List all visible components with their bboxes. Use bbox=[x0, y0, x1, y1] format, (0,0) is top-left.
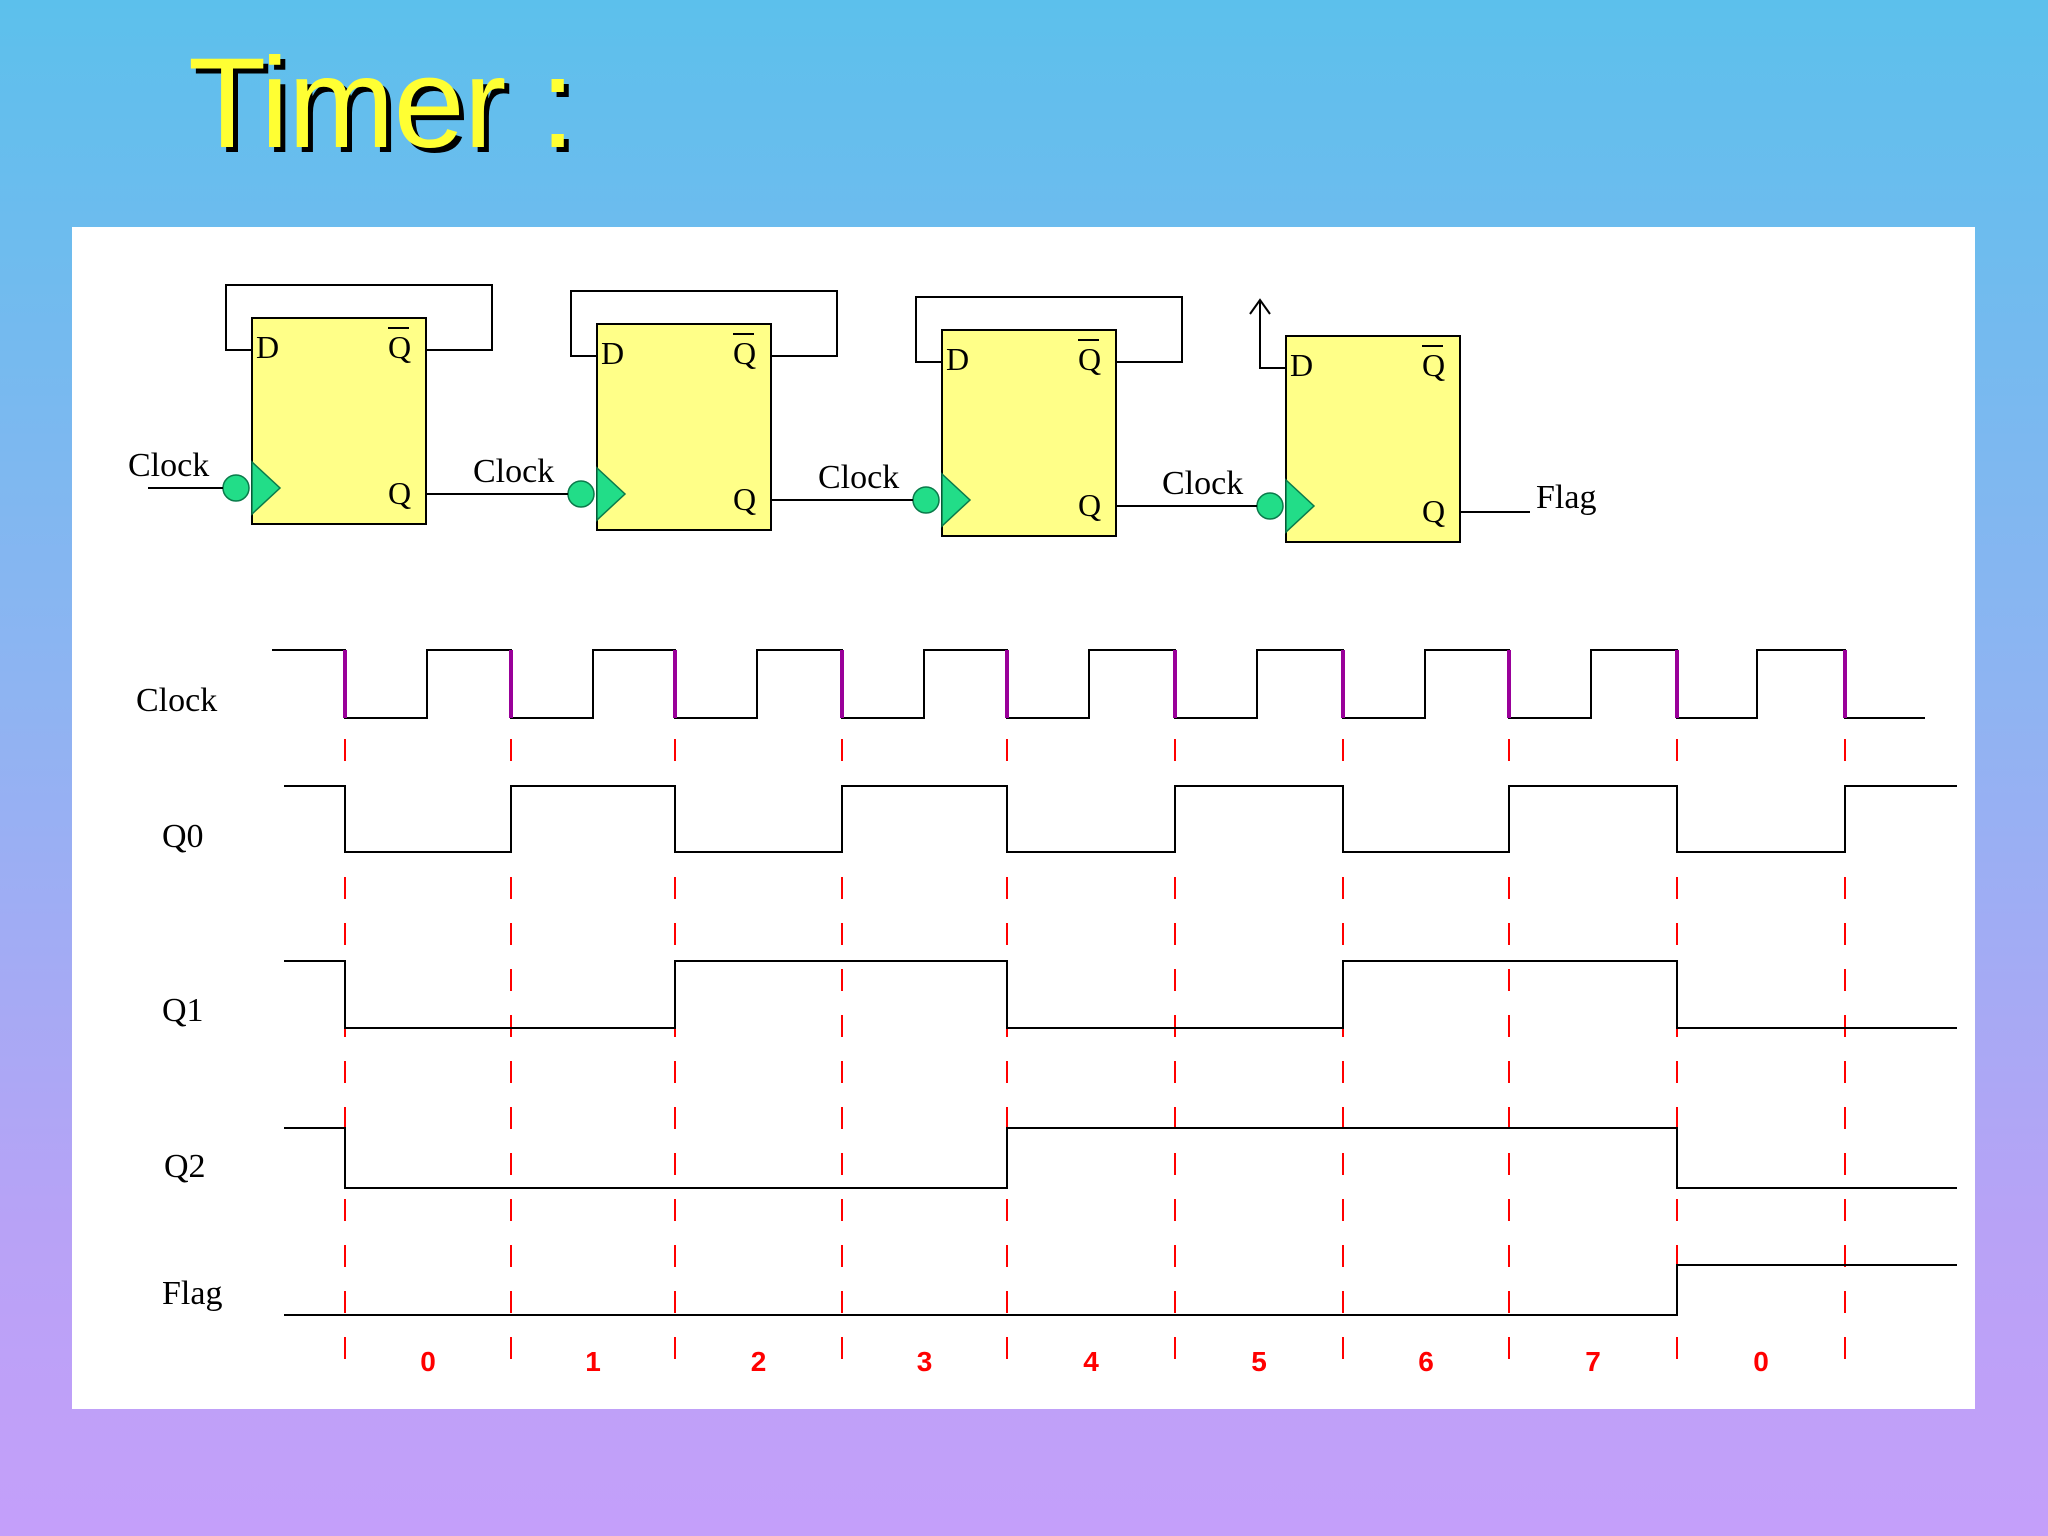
d-input-wire bbox=[1259, 302, 1286, 369]
clock-wave bbox=[272, 649, 1925, 719]
clock-bubble bbox=[912, 486, 940, 514]
pin-q-label: Q bbox=[1422, 493, 1445, 529]
clock-triangle bbox=[251, 460, 282, 516]
flip-flop-1: D Q Q Clock bbox=[426, 290, 838, 531]
up-arrow-icon bbox=[1249, 298, 1271, 315]
signal-label-q1: Q1 bbox=[162, 992, 204, 1029]
feedback-wire bbox=[570, 290, 838, 357]
pin-qbar-label: Q bbox=[1078, 341, 1101, 377]
clock-input-label: Clock bbox=[128, 447, 209, 484]
signal-label-q2: Q2 bbox=[164, 1148, 206, 1185]
signal-label-flag: Flag bbox=[162, 1275, 222, 1312]
flip-flop-body bbox=[941, 329, 1117, 537]
count-label: 7 bbox=[1585, 1346, 1601, 1377]
clock-bubble bbox=[222, 474, 250, 502]
wave-q0 bbox=[284, 785, 1957, 853]
wave-q1 bbox=[284, 960, 1957, 1029]
wave-q2 bbox=[284, 1127, 1957, 1189]
slide-title: Timer : bbox=[188, 32, 575, 175]
flip-flop-2: D Q Q Clock bbox=[771, 296, 1183, 537]
count-label: 1 bbox=[585, 1346, 601, 1377]
count-label: 5 bbox=[1251, 1346, 1267, 1377]
flip-flop-body bbox=[596, 323, 772, 531]
pin-d-label: D bbox=[256, 329, 279, 365]
pin-qbar-label: Q bbox=[388, 329, 411, 365]
count-label: 4 bbox=[1083, 1346, 1099, 1377]
flip-flop-body bbox=[1285, 335, 1461, 543]
pin-q-label: Q bbox=[388, 475, 411, 511]
pin-q-label: Q bbox=[733, 481, 756, 517]
flip-flop-0: D Q Q Clock bbox=[128, 284, 493, 525]
count-label: 2 bbox=[751, 1346, 767, 1377]
signal-label-clock: Clock bbox=[136, 682, 217, 719]
pin-q-label: Q bbox=[1078, 487, 1101, 523]
count-label: 3 bbox=[917, 1346, 933, 1377]
count-label: 0 bbox=[420, 1346, 436, 1377]
pin-qbar-label: Q bbox=[733, 335, 756, 371]
wave-flag bbox=[284, 1264, 1957, 1316]
clock-input-label: Clock bbox=[473, 453, 554, 490]
clock-input-label: Clock bbox=[818, 459, 899, 496]
feedback-wire bbox=[225, 284, 493, 351]
count-label: 0 bbox=[1753, 1346, 1769, 1377]
timing-waveforms bbox=[272, 649, 1957, 1316]
clock-triangle bbox=[941, 472, 972, 528]
pin-qbar-label: Q bbox=[1422, 347, 1445, 383]
feedback-wire bbox=[915, 296, 1183, 363]
pin-d-label: D bbox=[1290, 347, 1313, 383]
signal-label-q0: Q0 bbox=[162, 818, 204, 855]
clock-bubble bbox=[1256, 492, 1284, 520]
pin-d-label: D bbox=[601, 335, 624, 371]
clock-triangle bbox=[596, 466, 627, 522]
count-label: 6 bbox=[1418, 1346, 1434, 1377]
flip-flop-body bbox=[251, 317, 427, 525]
pin-d-label: D bbox=[946, 341, 969, 377]
flip-flop-3: D Q Q Clock bbox=[1116, 298, 1461, 543]
red-guide-lines bbox=[344, 739, 1846, 1377]
clock-input-label: Clock bbox=[1162, 465, 1243, 502]
flag-output-label: Flag bbox=[1536, 479, 1596, 516]
clock-triangle bbox=[1285, 478, 1316, 534]
clock-bubble bbox=[567, 480, 595, 508]
